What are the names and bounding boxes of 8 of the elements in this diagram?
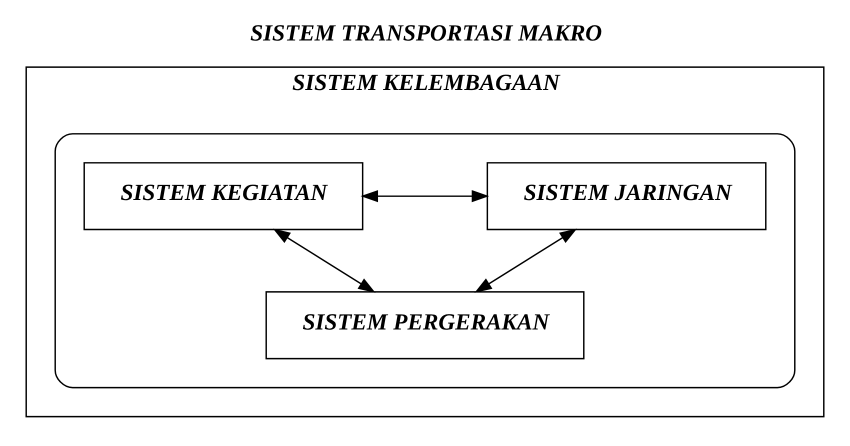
diagram-title: SISTEM TRANSPORTASI MAKRO <box>250 20 602 47</box>
arrow <box>474 228 578 293</box>
arrow <box>360 190 490 202</box>
node-box: SISTEM KEGIATAN <box>83 162 364 230</box>
arrow <box>272 228 376 293</box>
node-box: SISTEM JARINGAN <box>486 162 767 230</box>
cluster <box>54 133 796 388</box>
node-box: SISTEM PERGERAKAN <box>265 291 585 360</box>
